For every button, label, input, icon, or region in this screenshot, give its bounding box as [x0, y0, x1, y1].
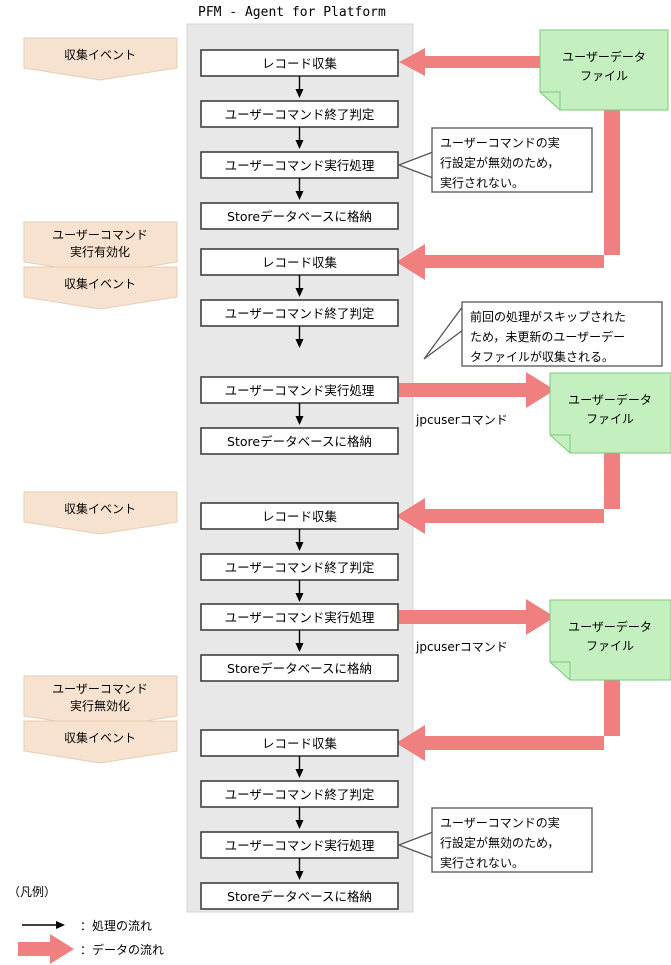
process-box-label: ユーザーコマンド終了判定 — [225, 560, 375, 575]
banner-shape — [23, 37, 178, 81]
process-box-record-collection[interactable] — [200, 502, 399, 530]
process-box-command-exec[interactable] — [200, 151, 399, 179]
banner-collection-event-4: 収集イベント — [23, 720, 178, 764]
callout-tail-icon — [423, 305, 464, 360]
process-box-label: レコード収集 — [262, 509, 338, 524]
callout-line: ユーザーコマンドの実 — [440, 135, 560, 150]
callout-2: 前回の処理がスキップされた ため，未更新のユーザーデー タファイルが収集される。 — [423, 301, 663, 367]
data-flow-arrows — [396, 48, 620, 761]
file-fold-icon — [550, 434, 571, 453]
process-box-label: Storeデータベースに格納 — [227, 434, 372, 449]
banner-label-line1: ユーザーコマンド — [52, 682, 148, 696]
banner-label: 収集イベント — [64, 730, 136, 745]
data-arrow-file2-to-cycle3 — [396, 437, 620, 534]
banner-label-line2: 実行有効化 — [70, 244, 130, 259]
legend-label-process-flow: ：処理の流れ — [80, 919, 152, 933]
cycle-1: レコード収集 ユーザーコマンド終了判定 ユーザーコマンド実行処理 Storeデー… — [200, 49, 399, 230]
process-box-label: ユーザーコマンド実行処理 — [225, 610, 375, 625]
file-fold-icon — [550, 661, 571, 680]
file-label-line1: ユーザーデータ — [568, 619, 652, 634]
banner-shape — [23, 491, 178, 535]
process-box-command-end-check[interactable] — [200, 100, 399, 128]
user-data-file-2: ユーザーデータ ファイル — [549, 372, 671, 454]
banner-usercommand-disable: ユーザーコマンド 実行無効化 — [23, 675, 178, 729]
banner-label-line1: ユーザーコマンド — [52, 228, 148, 242]
file-shape — [549, 372, 671, 454]
process-box-command-end-check[interactable] — [200, 299, 399, 327]
process-box-command-exec[interactable] — [200, 376, 399, 404]
banner-collection-event-3: 収集イベント — [23, 491, 178, 535]
legend-label-data-flow: ：データの流れ — [80, 942, 164, 957]
process-box-label: Storeデータベースに格納 — [227, 661, 372, 676]
process-box-label: ユーザーコマンド実行処理 — [225, 383, 375, 398]
callout-line: 実行されない。 — [440, 175, 524, 190]
thick-arrow-icon — [18, 934, 74, 964]
file-fold-icon — [540, 91, 561, 110]
process-box-command-end-check[interactable] — [200, 780, 399, 808]
file-label-line2: ファイル — [580, 69, 628, 83]
user-data-file-3: ユーザーデータ ファイル — [549, 599, 671, 681]
callout-tail-icon — [397, 831, 434, 859]
process-box-label: レコード収集 — [262, 56, 338, 71]
banner-label-line2: 実行無効化 — [70, 698, 130, 713]
page-title: PFM - Agent for Platform — [198, 5, 386, 20]
callout-line: ため，未更新のユーザーデー — [470, 329, 625, 344]
process-box-label: レコード収集 — [262, 255, 338, 270]
callout-box — [461, 301, 663, 367]
legend-title: （凡例） — [8, 885, 56, 899]
process-box-label: ユーザーコマンド実行処理 — [225, 838, 375, 853]
callout-line: ユーザーコマンドの実 — [440, 815, 560, 830]
process-box-label: Storeデータベースに格納 — [227, 209, 372, 224]
cycle-3: レコード収集 ユーザーコマンド終了判定 ユーザーコマンド実行処理 Storeデー… — [200, 502, 399, 682]
banner-collection-event-2: 収集イベント — [23, 266, 178, 310]
process-box-label: Storeデータベースに格納 — [227, 889, 372, 904]
process-box-label: ユーザーコマンド終了判定 — [225, 107, 375, 122]
cycle-2: レコード収集 ユーザーコマンド終了判定 ユーザーコマンド実行処理 Storeデー… — [200, 248, 399, 455]
banner-shape — [23, 266, 178, 310]
callout-box — [431, 127, 593, 193]
process-box-store-db[interactable] — [200, 882, 399, 910]
data-arrow-cycle2-to-file2 — [399, 372, 555, 408]
process-box-label: ユーザーコマンド実行処理 — [225, 158, 375, 173]
process-box-store-db[interactable] — [200, 202, 399, 230]
file-label-line2: ファイル — [586, 412, 634, 426]
process-box-store-db[interactable] — [200, 654, 399, 682]
banner-label: 収集イベント — [64, 47, 136, 62]
file-label-line1: ユーザーデータ — [568, 392, 652, 407]
banner-collection-event-1: 収集イベント — [23, 37, 178, 81]
callout-1: ユーザーコマンドの実 行設定が無効のため， 実行されない。 — [397, 127, 593, 193]
callout-line: 前回の処理がスキップされた — [470, 309, 626, 324]
file-shape — [539, 29, 669, 111]
process-box-command-exec[interactable] — [200, 603, 399, 631]
file-label-line2: ファイル — [586, 639, 634, 653]
data-arrow-cycle3-to-file3 — [399, 599, 555, 635]
callout-line: 実行されない。 — [440, 855, 524, 870]
banner-label: 収集イベント — [64, 276, 136, 291]
process-box-label: ユーザーコマンド終了判定 — [225, 306, 375, 321]
callout-3: ユーザーコマンドの実 行設定が無効のため， 実行されない。 — [397, 807, 593, 873]
callout-tail-icon — [397, 151, 434, 179]
cycle-4: レコード収集 ユーザーコマンド終了判定 ユーザーコマンド実行処理 Storeデー… — [200, 729, 399, 910]
callout-line: タファイルが収集される。 — [470, 349, 614, 364]
file-label-line1: ユーザーデータ — [562, 49, 646, 64]
callout-line: 行設定が無効のため， — [440, 835, 559, 850]
command-label-1: jpcuserコマンド — [415, 413, 508, 427]
process-box-label: レコード収集 — [262, 736, 338, 751]
callout-box — [431, 807, 593, 873]
user-data-file-1: ユーザーデータ ファイル — [539, 29, 669, 111]
event-banners: 収集イベント ユーザーコマンド 実行有効化 収集イベント 収集イベント ユーザー… — [23, 37, 178, 764]
legend: （凡例） ：処理の流れ ：データの流れ — [8, 885, 164, 964]
process-box-store-db[interactable] — [200, 427, 399, 455]
banner-shape — [23, 720, 178, 764]
user-data-files: ユーザーデータ ファイル ユーザーデータ ファイル ユーザーデータ ファイル — [539, 29, 671, 681]
command-label-2: jpcuserコマンド — [415, 640, 508, 654]
data-arrow-file1-to-cycle1 — [399, 48, 540, 76]
banner-usercommand-enable: ユーザーコマンド 実行有効化 — [23, 221, 178, 275]
process-box-label: ユーザーコマンド終了判定 — [225, 787, 375, 802]
file-shape — [549, 599, 671, 681]
callout-line: 行設定が無効のため， — [440, 155, 559, 170]
data-arrow-file1-to-cycle2 — [396, 110, 620, 280]
data-arrow-file3-to-cycle4 — [396, 664, 620, 761]
banner-label: 収集イベント — [64, 501, 136, 516]
